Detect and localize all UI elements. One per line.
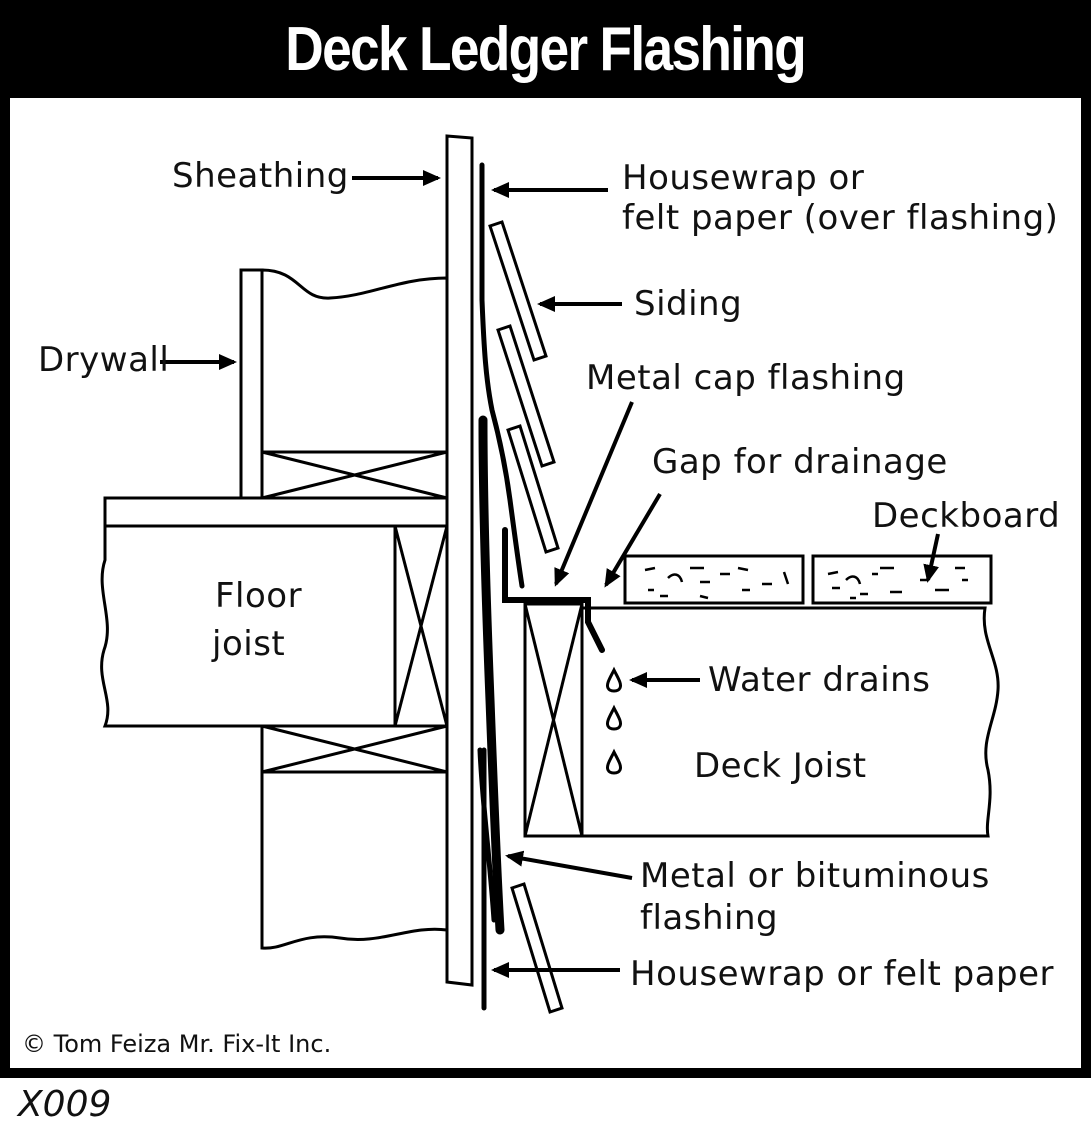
bituminous-flashing: [478, 415, 505, 935]
metal-cap-flashing: [502, 527, 605, 653]
housewrap-lower-2: [477, 747, 497, 923]
label-gap-for-drainage: Gap for drainage: [652, 442, 948, 482]
deckboard-2: [811, 554, 993, 605]
subfloor: [103, 496, 449, 528]
arrow-gap: [604, 492, 662, 588]
label-sheathing: Sheathing: [172, 156, 349, 196]
title-bar: Deck Ledger Flashing: [0, 0, 1091, 98]
water-drop-2: [606, 704, 622, 731]
label-housewrap-bottom: Housewrap or felt paper: [630, 954, 1055, 994]
siding-board-4: [510, 882, 564, 1014]
label-metal-flashing-line1: Metal or bituminous: [640, 856, 990, 896]
label-deckboard: Deckboard: [872, 496, 1061, 536]
arrow-metal-cap: [554, 401, 634, 587]
siding-board-1: [488, 220, 548, 362]
label-floor-joist-line2: joist: [212, 624, 286, 664]
lower-wall-cavity: [260, 770, 449, 950]
floor-joist: [100, 524, 449, 728]
figure-code: X009: [18, 1084, 112, 1125]
deck-joist: [580, 606, 1000, 838]
water-drop-1: [606, 666, 622, 693]
drywall: [239, 268, 264, 500]
copyright-notice: © Tom Feiza Mr. Fix-It Inc.: [22, 1030, 332, 1058]
siding-board-3: [506, 424, 560, 554]
water-drops: [606, 666, 622, 775]
deckboard-1: [623, 554, 805, 605]
label-siding: Siding: [634, 284, 743, 324]
upper-wall-cavity: [260, 268, 449, 500]
label-drywall: Drywall: [38, 340, 170, 380]
label-housewrap-top-line1: Housewrap or: [622, 158, 865, 198]
housewrap-upper: [479, 162, 525, 589]
label-housewrap-top-line2: felt paper (over flashing): [622, 198, 1059, 238]
sheathing: [445, 134, 474, 987]
label-deck-joist: Deck Joist: [694, 746, 867, 786]
water-drop-3: [606, 748, 622, 775]
siding-board-2: [496, 324, 556, 468]
label-water-drains: Water drains: [708, 660, 931, 700]
label-metal-cap-flashing: Metal cap flashing: [586, 358, 906, 398]
arrow-metal-flashing: [505, 850, 633, 880]
label-metal-flashing-line2: flashing: [640, 898, 779, 938]
diagram-title: Deck Ledger Flashing: [285, 14, 807, 84]
arrow-deckboard: [923, 533, 940, 583]
deckboard-grain: [644, 566, 968, 600]
label-floor-joist-line1: Floor: [215, 576, 303, 616]
